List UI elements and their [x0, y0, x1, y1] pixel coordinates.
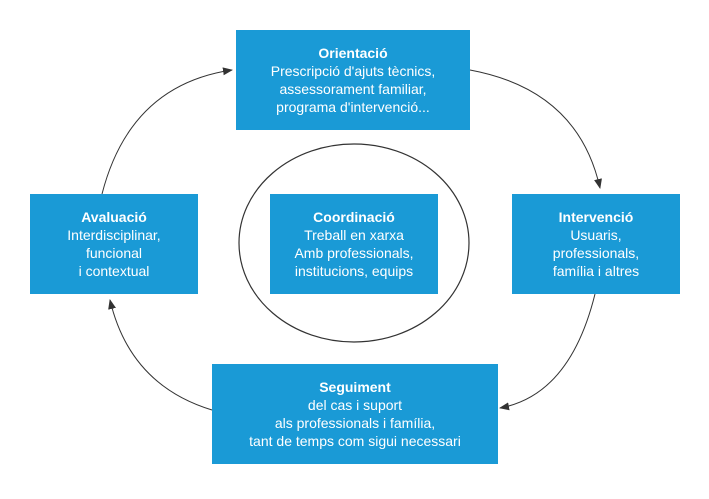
orientacio-title: Orientació: [318, 45, 388, 61]
avaluacio-line-2: funcional: [85, 245, 143, 261]
orientacio-line-3: programa d'intervenció...: [276, 99, 430, 115]
edge-orientacio-to-intervencio: [469, 69, 602, 189]
avaluacio-title: Avaluació: [81, 209, 147, 225]
edge-seguiment-to-avaluacio: [108, 299, 213, 411]
orientacio-line-2: assessorament familiar,: [279, 81, 427, 97]
edge-avaluacio-to-orientacio: [101, 67, 233, 195]
avaluacio-line-1: Interdisciplinar,: [67, 227, 161, 243]
seguiment-line-3: tant de temps com sigui necessari: [249, 433, 461, 449]
seguiment-box: Seguiment del cas i suport als professio…: [212, 364, 498, 464]
seguiment-title: Seguiment: [319, 379, 391, 395]
seguiment-line-1: del cas i suport: [307, 397, 403, 413]
coordinacio-line-1: Treball en xarxa: [304, 227, 404, 243]
intervencio-line-1: Usuaris,: [570, 227, 622, 243]
coordinacio-line-3: institucions, equips: [294, 263, 414, 279]
intervencio-title: Intervenció: [558, 209, 634, 225]
avaluacio-box: Avaluació Interdisciplinar, funcional i …: [30, 194, 198, 294]
avaluacio-line-3: i contextual: [78, 263, 150, 279]
intervencio-line-2: professionals,: [552, 245, 640, 261]
intervencio-box: Intervenció Usuaris, professionals, famí…: [512, 194, 680, 294]
coordinacio-line-2: Amb professionals,: [294, 245, 414, 261]
orientacio-box: Orientació Prescripció d'ajuts tècnics, …: [236, 30, 470, 130]
coordinacio-box: Coordinació Treball en xarxa Amb profess…: [270, 194, 438, 294]
intervencio-line-3: família i altres: [552, 263, 640, 279]
orientacio-line-1: Prescripció d'ajuts tècnics,: [270, 63, 436, 79]
coordinacio-title: Coordinació: [313, 209, 395, 225]
seguiment-line-2: als professionals i família,: [274, 415, 436, 431]
edge-intervencio-to-seguiment: [499, 293, 596, 411]
coordination-ellipse: [238, 143, 470, 343]
